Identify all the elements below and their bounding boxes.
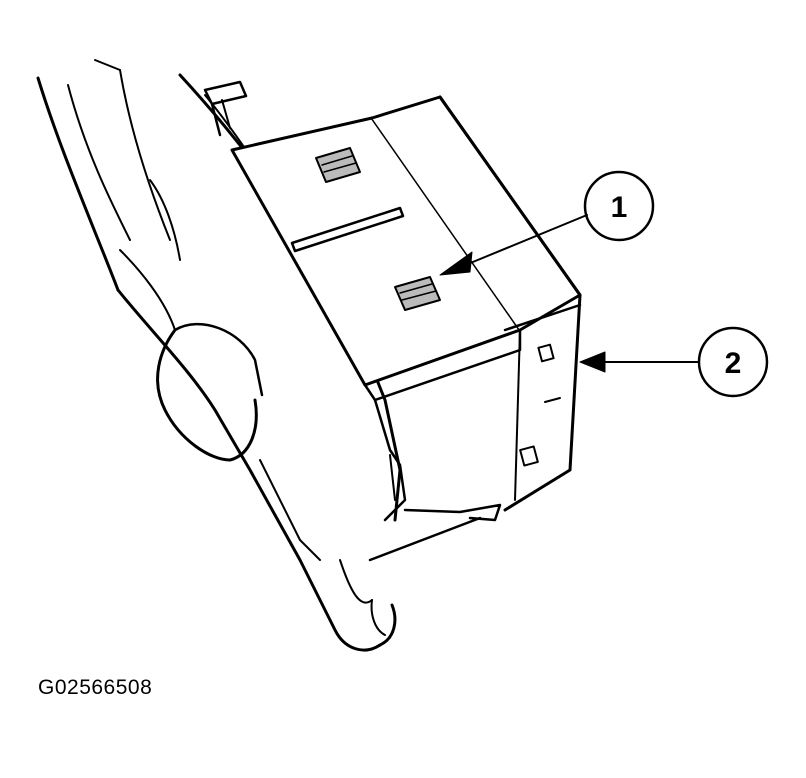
callout-2-number: 2: [725, 347, 742, 380]
retaining-clip: [259, 398, 502, 562]
latch-knob: [119, 179, 264, 462]
callout-1: [439, 170, 655, 276]
release-tab-upper: [315, 147, 361, 183]
release-tab: [394, 276, 441, 311]
callout-2: [579, 326, 769, 398]
figure-id-label: G02566508: [38, 676, 153, 699]
mounting-pin: [203, 80, 248, 137]
callout-1-number: 1: [611, 191, 628, 224]
switch-housing: [370, 95, 582, 512]
